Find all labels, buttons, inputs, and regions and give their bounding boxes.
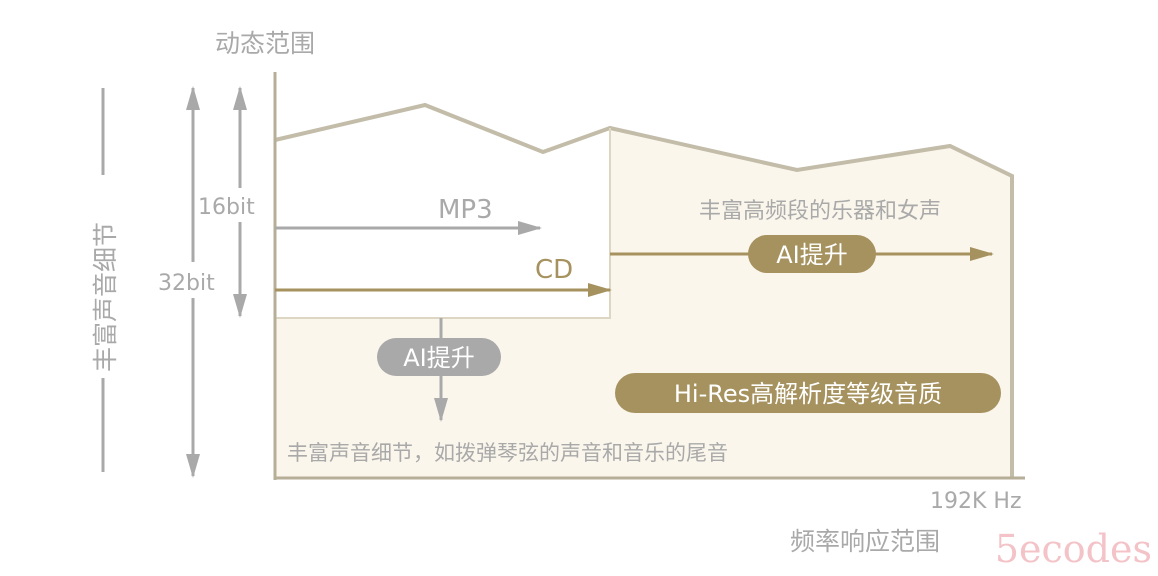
left-label: 丰富声音细节: [91, 222, 120, 372]
hires-region: [274, 126, 1013, 479]
bit32-label: 32bit: [158, 271, 215, 296]
ai-boost-right-pill: [748, 235, 876, 273]
ai-boost-down-pill: [377, 338, 501, 376]
detail-note: 丰富声音细节，如拨弹琴弦的声音和音乐的尾音: [287, 441, 728, 465]
x-axis-value: 192K Hz: [930, 489, 1022, 514]
watermark: 5ecodes: [995, 527, 1152, 571]
bit16-label: 16bit: [198, 195, 255, 220]
ai-boost-down-label: AI提升: [403, 344, 475, 372]
mp3-label: MP3: [438, 195, 493, 225]
hires-badge: [615, 373, 1001, 413]
y-axis-title: 动态范围: [215, 29, 315, 58]
ai-boost-right-label: AI提升: [776, 241, 848, 269]
cd-label: CD: [535, 255, 573, 285]
high-freq-note: 丰富高频段的乐器和女声: [699, 199, 941, 224]
x-axis-title: 频率响应范围: [790, 527, 940, 556]
envelope-line: [274, 102, 1014, 478]
hires-badge-label: Hi-Res高解析度等级音质: [674, 380, 942, 408]
